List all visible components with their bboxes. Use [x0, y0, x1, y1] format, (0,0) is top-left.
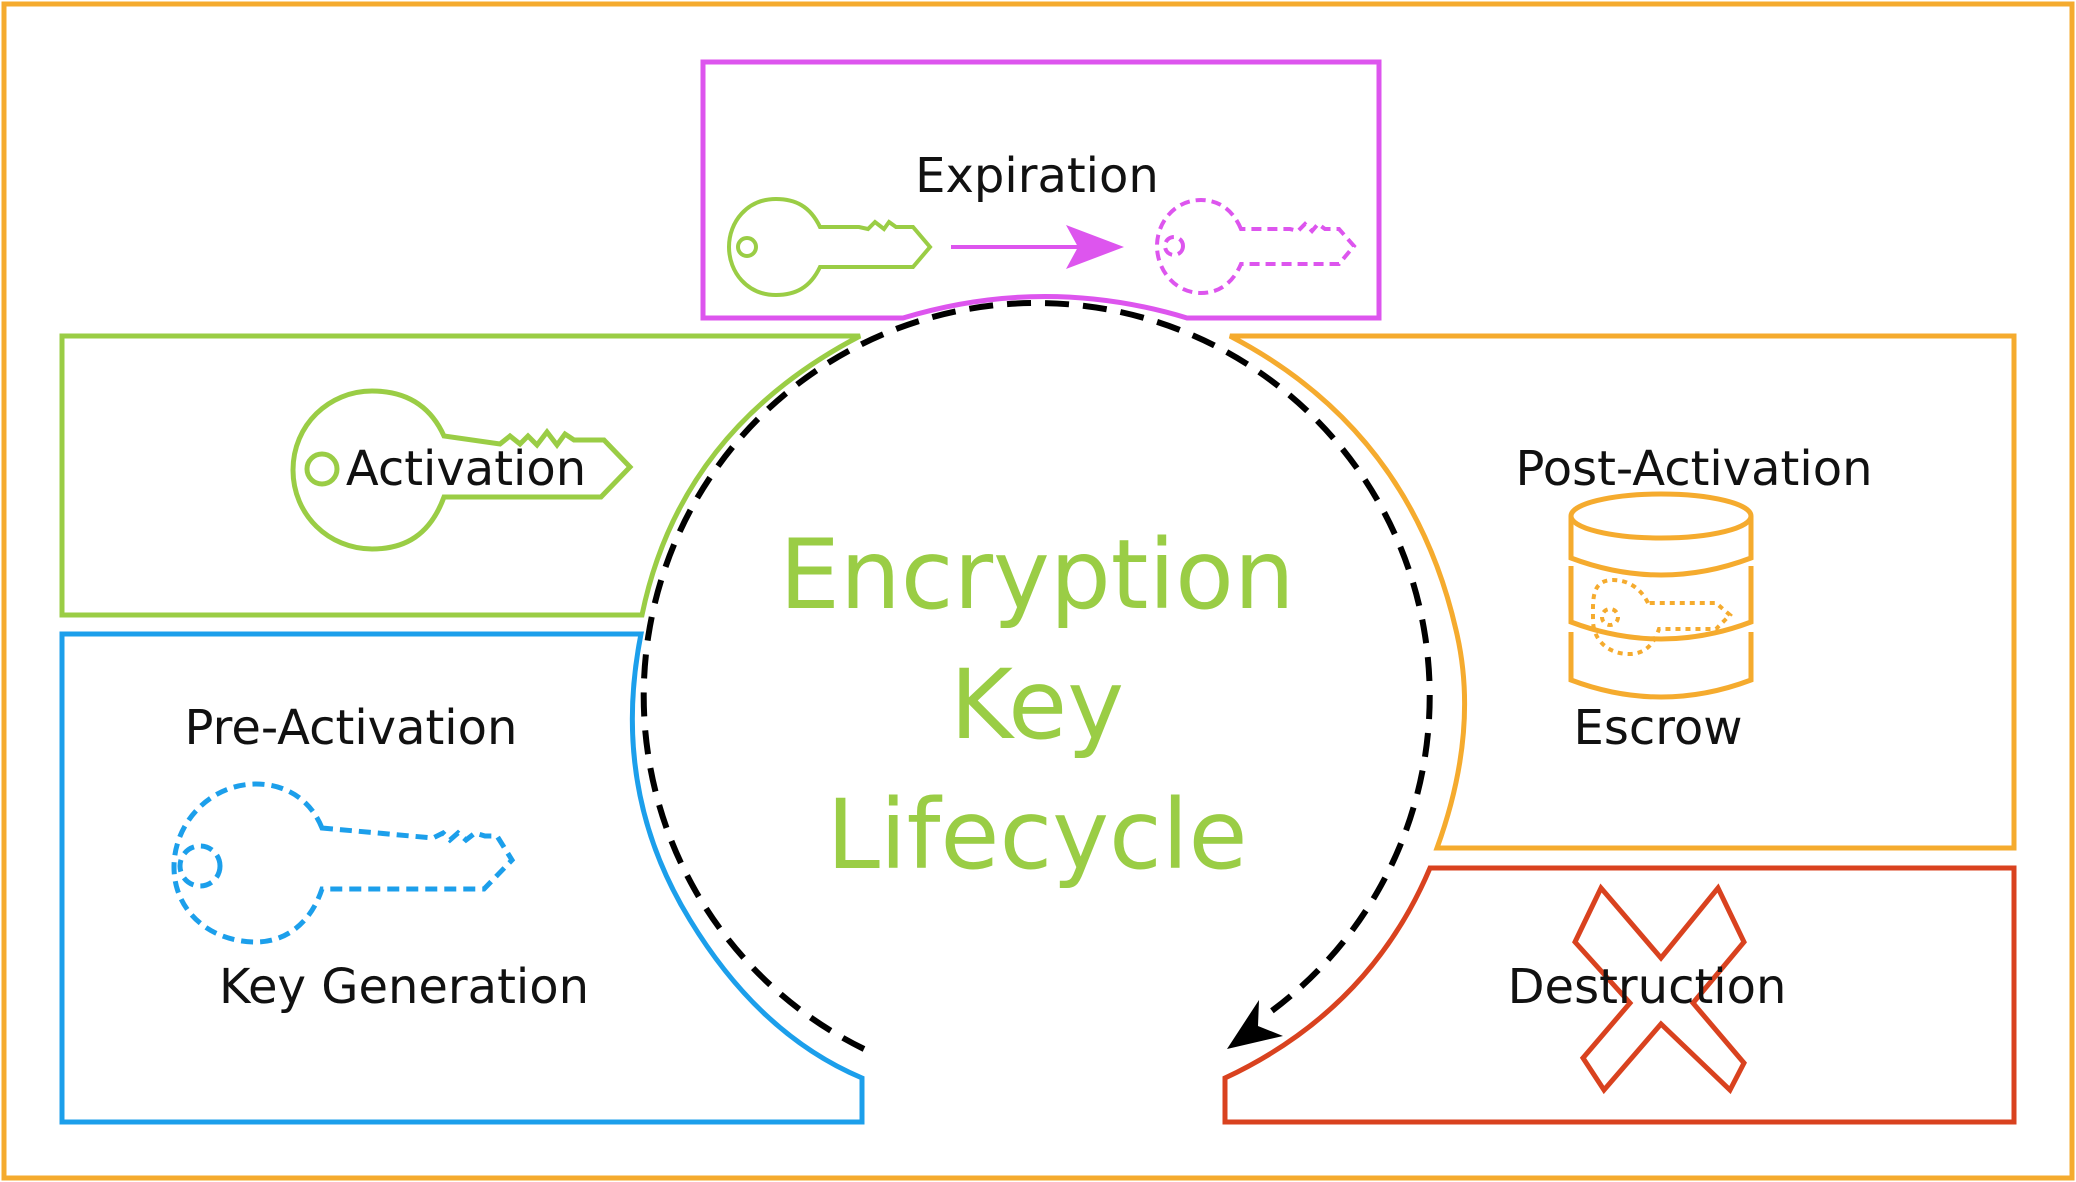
escrow-label: Escrow — [1573, 700, 1742, 756]
pre-activation-label: Pre-Activation — [185, 700, 518, 756]
expiration-label: Expiration — [915, 148, 1159, 204]
pre-activation-box — [59, 631, 865, 1125]
expiration-box — [700, 59, 1382, 321]
post-activation-box — [1228, 333, 2017, 851]
post-activation-label: Post-Activation — [1516, 441, 1873, 497]
database-key-icon — [1568, 491, 1754, 700]
activation-label: Activation — [346, 441, 586, 497]
arrow-right-icon — [951, 225, 1124, 269]
dashed-key-icon — [171, 781, 516, 945]
destruction-box — [1222, 865, 2017, 1125]
key-generation-label: Key Generation — [219, 959, 589, 1015]
title-line-1: Encryption — [779, 519, 1294, 631]
destruction-label: Destruction — [1508, 959, 1787, 1015]
key-icon — [290, 388, 634, 552]
title-line-2: Key — [950, 649, 1124, 761]
activation-box — [59, 333, 862, 618]
title-line-3: Lifecycle — [826, 779, 1247, 891]
diagram-title: Encryption Key Lifecycle — [779, 519, 1294, 891]
lifecycle-cycle-arrow — [640, 300, 1433, 1052]
x-mark-icon — [1572, 883, 1747, 1095]
dashed-key-icon — [1154, 197, 1357, 296]
key-icon — [726, 196, 933, 298]
